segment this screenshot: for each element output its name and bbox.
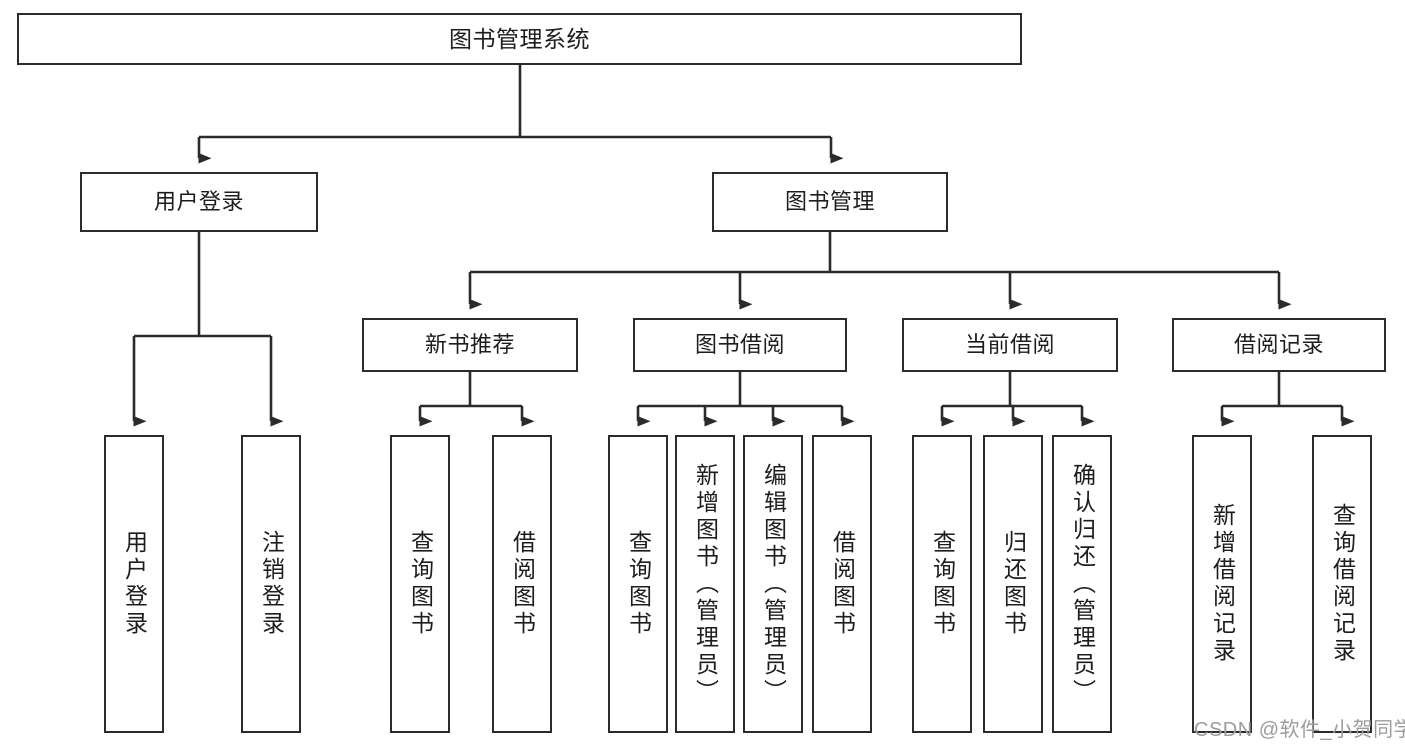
node-leaf-query-book-1[interactable]: 查询图书 — [390, 435, 450, 733]
node-book-manage-label: 图书管理 — [784, 189, 875, 215]
node-leaf-query-book-3[interactable]: 查询图书 — [912, 435, 972, 733]
node-leaf-borrow-book-2-label: 借阅图书 — [829, 530, 856, 638]
node-leaf-edit-book-label: 编辑图书（管理员） — [760, 462, 787, 706]
node-leaf-add-book-label: 新增图书（管理员） — [692, 462, 719, 706]
node-leaf-add-book[interactable]: 新增图书（管理员） — [675, 435, 735, 733]
node-leaf-query-record-label: 查询借阅记录 — [1329, 503, 1356, 665]
node-leaf-edit-book[interactable]: 编辑图书（管理员） — [743, 435, 803, 733]
node-leaf-logout[interactable]: 注销登录 — [241, 435, 301, 733]
node-leaf-query-record[interactable]: 查询借阅记录 — [1312, 435, 1372, 733]
node-leaf-add-record-label: 新增借阅记录 — [1209, 503, 1236, 665]
node-leaf-user-login-label: 用户登录 — [121, 530, 148, 638]
node-leaf-query-book-2-label: 查询图书 — [625, 530, 652, 638]
node-book-borrow[interactable]: 图书借阅 — [633, 318, 847, 372]
node-leaf-query-book-2[interactable]: 查询图书 — [608, 435, 668, 733]
node-leaf-logout-label: 注销登录 — [258, 530, 285, 638]
node-leaf-query-book-1-label: 查询图书 — [407, 530, 434, 638]
node-leaf-query-book-3-label: 查询图书 — [929, 530, 956, 638]
node-user-login-label: 用户登录 — [153, 189, 244, 215]
node-leaf-borrow-book-1[interactable]: 借阅图书 — [492, 435, 552, 733]
node-leaf-add-record[interactable]: 新增借阅记录 — [1192, 435, 1252, 733]
node-new-book-recommend[interactable]: 新书推荐 — [362, 318, 578, 372]
csdn-watermark: CSDN @软件_小贺同学 — [1194, 719, 1405, 741]
node-leaf-return-book[interactable]: 归还图书 — [983, 435, 1043, 733]
node-book-borrow-label: 图书借阅 — [694, 332, 785, 358]
node-leaf-borrow-book-2[interactable]: 借阅图书 — [812, 435, 872, 733]
node-user-login[interactable]: 用户登录 — [80, 172, 318, 232]
node-leaf-return-book-label: 归还图书 — [1000, 530, 1027, 638]
node-book-manage[interactable]: 图书管理 — [712, 172, 948, 232]
node-leaf-confirm-return[interactable]: 确认归还（管理员） — [1052, 435, 1112, 733]
node-leaf-borrow-book-1-label: 借阅图书 — [509, 530, 536, 638]
node-current-borrow[interactable]: 当前借阅 — [902, 318, 1118, 372]
node-root[interactable]: 图书管理系统 — [17, 13, 1022, 65]
node-borrow-record[interactable]: 借阅记录 — [1172, 318, 1386, 372]
node-borrow-record-label: 借阅记录 — [1233, 332, 1324, 358]
node-leaf-confirm-return-label: 确认归还（管理员） — [1069, 462, 1096, 706]
node-leaf-user-login[interactable]: 用户登录 — [104, 435, 164, 733]
node-root-label: 图书管理系统 — [449, 25, 590, 52]
node-new-book-recommend-label: 新书推荐 — [424, 332, 515, 358]
node-current-borrow-label: 当前借阅 — [964, 332, 1055, 358]
